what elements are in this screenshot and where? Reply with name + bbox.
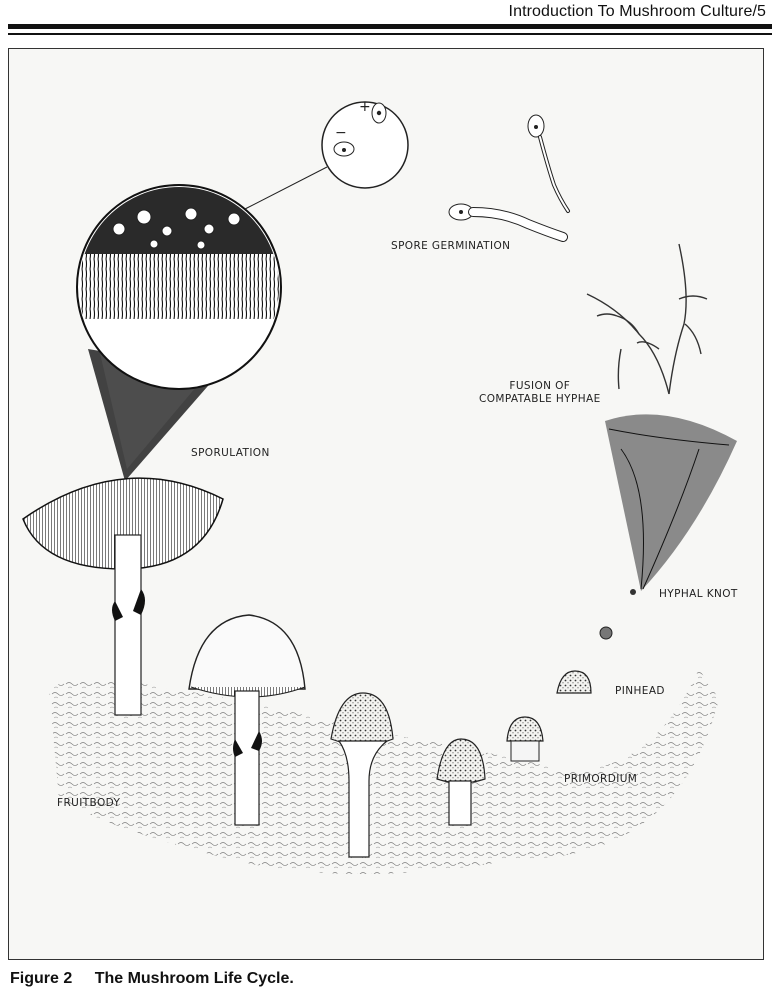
caption-text: The Mushroom Life Cycle. — [94, 970, 294, 987]
hyphal-mycelium-mass — [605, 414, 737, 591]
germinating-spores — [448, 114, 570, 242]
spore-detail-circle: + − — [321, 99, 409, 189]
label-sporulation: SPORULATION — [191, 447, 270, 459]
fusing-hyphae-branches — [586, 243, 708, 395]
label-primordium: PRIMORDIUM — [564, 773, 638, 785]
label-pinhead: PINHEAD — [615, 685, 665, 697]
running-header-title: Introduction To Mushroom Culture/5 — [508, 3, 766, 20]
hyphal-knot-node — [599, 589, 636, 640]
life-cycle-illustration: + − — [22, 99, 737, 874]
label-fusion-line-1: FUSION OF — [509, 380, 571, 392]
caption-figure-number: Figure 2 — [10, 970, 73, 987]
life-cycle-figure: + − — [8, 48, 764, 960]
label-fruitbody: FRUITBODY — [57, 797, 121, 809]
label-spore-germination: SPORE GERMINATION — [391, 240, 511, 252]
soil-substrate — [49, 669, 719, 874]
header-rule-thin — [8, 33, 772, 35]
label-hyphal-knot: HYPHAL KNOT — [659, 588, 738, 600]
sporulation-magnified-view — [76, 166, 328, 481]
header-rule-thick — [8, 24, 772, 29]
primordium-knob — [506, 716, 544, 762]
minus-spore-sign: − — [335, 125, 347, 141]
figure-caption: Figure 2 The Mushroom Life Cycle. — [10, 970, 294, 988]
young-cap-mushroom — [188, 614, 306, 826]
plus-spore-sign: + — [359, 99, 371, 115]
button-mushroom-large — [330, 692, 394, 858]
pinhead-dome — [556, 670, 592, 694]
label-fusion-of-hyphae: FUSION OF COMPATABLE HYPHAE — [479, 380, 601, 406]
mature-fruitbody-mushroom — [22, 477, 224, 716]
label-fusion-line-2: COMPATABLE HYPHAE — [479, 393, 601, 406]
button-mushroom-small — [436, 738, 486, 826]
